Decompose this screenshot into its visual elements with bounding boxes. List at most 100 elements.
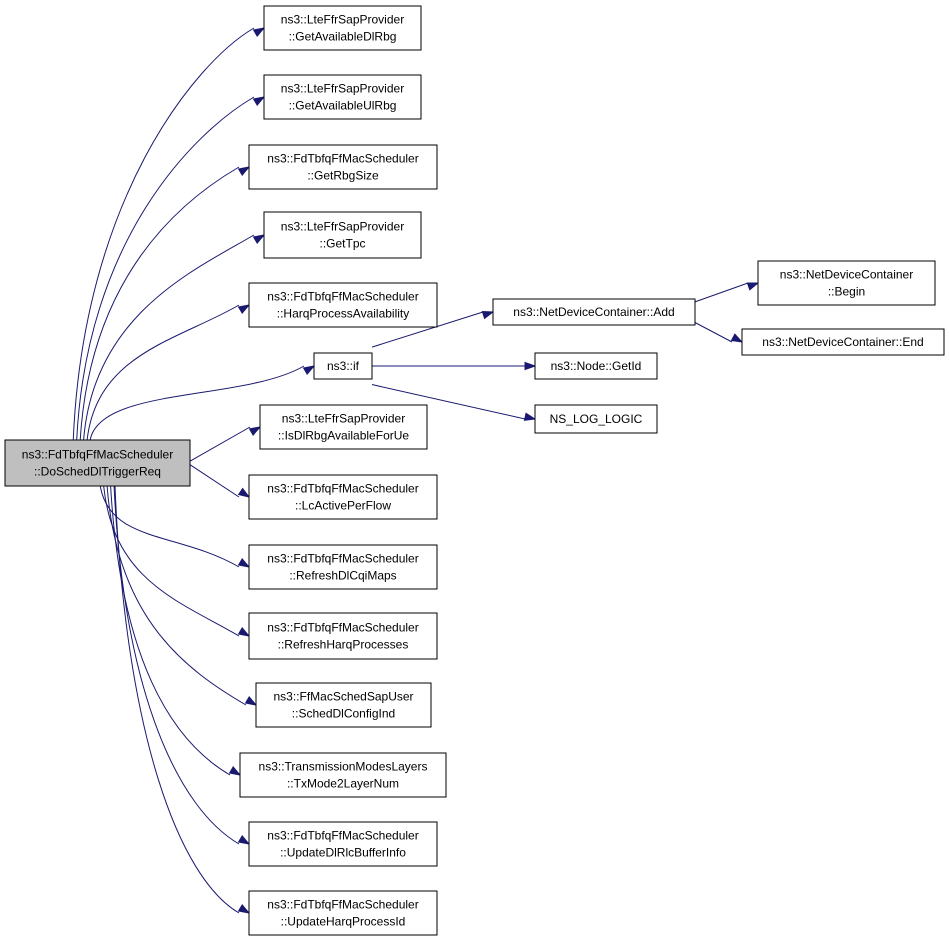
edge-line (89, 365, 305, 441)
node-node-getid[interactable]: ns3::Node::GetId (534, 352, 658, 380)
node-label: ns3::LteFfrSapProvider (282, 412, 405, 426)
node-box (248, 544, 438, 590)
arrow-head-icon (237, 166, 251, 177)
edge-n6-n16 (372, 361, 537, 371)
edge-n0-n3 (79, 166, 251, 441)
node-box (255, 682, 432, 728)
edge-n15-n18 (694, 282, 760, 303)
edge-n0-n4 (83, 234, 266, 441)
node-box (4, 439, 191, 487)
arrow-head-icon (746, 282, 760, 291)
node-fdtbfqffmacscheduler-refreshdlcqimaps[interactable]: ns3::FdTbfqFfMacScheduler::RefreshDlCqiM… (248, 544, 438, 590)
edge-n0-n5 (86, 304, 251, 441)
node-label: ns3::if (327, 359, 360, 373)
node-netdevicecontainer-add[interactable]: ns3::NetDeviceContainer::Add (492, 298, 696, 326)
node-lteffrsapprovider-getavailabledlrbg[interactable]: ns3::LteFfrSapProvider::GetAvailableDlRb… (263, 5, 422, 51)
arrow-head-icon (252, 96, 266, 107)
arrow-head-icon (228, 765, 242, 776)
arrow-head-icon (481, 311, 495, 320)
node-box (757, 260, 936, 306)
node-box (263, 74, 422, 120)
edge-n0-n1 (72, 27, 266, 441)
edge-n15-n19 (694, 322, 744, 343)
arrow-head-icon (248, 426, 262, 436)
node-fdtbfqffmacscheduler-updatedlrlcbufferinfo[interactable]: ns3::FdTbfqFfMacScheduler::UpdateDlRlcBu… (248, 821, 438, 867)
node-fdtbfqffmacscheduler-refreshharqprocesses[interactable]: ns3::FdTbfqFfMacScheduler::RefreshHarqPr… (248, 612, 438, 660)
node-label: ns3::LteFfrSapProvider (281, 220, 404, 234)
arrow-head-icon (730, 333, 744, 343)
arrow-head-icon (237, 557, 251, 568)
node-box (248, 890, 438, 936)
node-label: ns3::FdTbfqFfMacScheduler (267, 152, 418, 166)
node-label: ::TxMode2LayerNum (287, 777, 399, 791)
node-label: ::RefreshHarqProcesses (278, 638, 409, 652)
node-label: ns3::FdTbfqFfMacScheduler (267, 290, 418, 304)
node-box (248, 821, 438, 867)
edge-n0-n7 (189, 426, 262, 462)
node-label: ns3::TransmissionModesLayers (259, 760, 428, 774)
node-label: NS_LOG_LOGIC (550, 412, 643, 426)
node-box (259, 404, 428, 450)
node-box (492, 298, 696, 326)
arrow-head-icon (524, 361, 537, 371)
edge-line (106, 485, 247, 706)
node-label: ns3::FdTbfqFfMacScheduler (267, 552, 418, 566)
edge-line (371, 384, 526, 420)
node-ns-log-logic[interactable]: NS_LOG_LOGIC (534, 404, 658, 434)
node-lteffrsapprovider-isdlrbgavailableforue[interactable]: ns3::LteFfrSapProvider::IsDlRbgAvailable… (259, 404, 428, 450)
node-netdevicecontainer-begin[interactable]: ns3::NetDeviceContainer::Begin (757, 260, 936, 306)
node-box (741, 328, 945, 356)
arrow-head-icon (237, 626, 251, 637)
node-label: ::UpdateHarqProcessId (281, 915, 406, 929)
edge-n0-n13 (113, 485, 251, 845)
edge-line (103, 485, 240, 637)
node-label: ns3::LteFfrSapProvider (281, 13, 404, 27)
edge-line (694, 282, 749, 303)
node-label: ::GetTpc (319, 237, 365, 251)
edge-line (110, 485, 231, 776)
edges-layer (72, 27, 760, 914)
node-label: ::SchedDlConfigInd (292, 707, 395, 721)
arrow-head-icon (523, 412, 537, 421)
node-if[interactable]: ns3::if (313, 352, 373, 380)
node-lteffrsapprovider-getavailableulrbg[interactable]: ns3::LteFfrSapProvider::GetAvailableUlRb… (263, 74, 422, 120)
node-box (248, 282, 438, 328)
node-label: ns3::LteFfrSapProvider (281, 82, 404, 96)
node-box (313, 352, 373, 380)
edge-line (371, 311, 484, 348)
edge-n0-n2 (76, 96, 266, 441)
edge-line (79, 166, 240, 441)
edge-n0-n11 (106, 485, 258, 706)
node-box (239, 752, 447, 798)
node-box (534, 404, 658, 434)
node-fdtbfqffmacscheduler-harqprocessavailability[interactable]: ns3::FdTbfqFfMacScheduler::HarqProcessAv… (248, 282, 438, 328)
node-netdevicecontainer-end[interactable]: ns3::NetDeviceContainer::End (741, 328, 945, 356)
edge-line (72, 27, 255, 441)
node-label: ns3::FdTbfqFfMacScheduler (267, 482, 418, 496)
node-box (263, 5, 422, 51)
arrow-head-icon (252, 27, 266, 38)
edge-line (76, 96, 255, 441)
node-lteffrsapprovider-gettpc[interactable]: ns3::LteFfrSapProvider::GetTpc (263, 211, 422, 259)
edge-line (189, 464, 240, 498)
node-fdtbfqffmacscheduler-lcactiveperflow[interactable]: ns3::FdTbfqFfMacScheduler::LcActivePerFl… (248, 474, 438, 520)
edge-line (114, 485, 240, 914)
arrow-head-icon (237, 903, 251, 914)
node-ffmacschedsapuser-scheddlconfigind[interactable]: ns3::FfMacSchedSapUser::SchedDlConfigInd (255, 682, 432, 728)
edge-n0-n6 (89, 365, 316, 441)
node-fdtbfqffmacscheduler-getrbgsize[interactable]: ns3::FdTbfqFfMacScheduler::GetRbgSize (248, 144, 438, 190)
node-transmissionmodeslayers-txmode2layernum[interactable]: ns3::TransmissionModesLayers::TxMode2Lay… (239, 752, 447, 798)
arrow-head-icon (237, 834, 251, 845)
node-fdtbfqffmacscheduler-updateharqprocessid[interactable]: ns3::FdTbfqFfMacScheduler::UpdateHarqPro… (248, 890, 438, 936)
node-box (263, 211, 422, 259)
node-label: ns3::FdTbfqFfMacScheduler (22, 448, 173, 462)
node-label: ::RefreshDlCqiMaps (289, 569, 396, 583)
edge-line (83, 234, 255, 441)
node-box (248, 474, 438, 520)
edge-n0-n12 (110, 485, 242, 776)
node-label: ns3::NetDeviceContainer::End (762, 335, 923, 349)
node-fdtbfqffmacscheduler-doscheddltriggerreq[interactable]: ns3::FdTbfqFfMacScheduler::DoSchedDlTrig… (4, 439, 191, 487)
arrow-head-icon (302, 365, 316, 376)
edge-n0-n9 (99, 485, 251, 568)
